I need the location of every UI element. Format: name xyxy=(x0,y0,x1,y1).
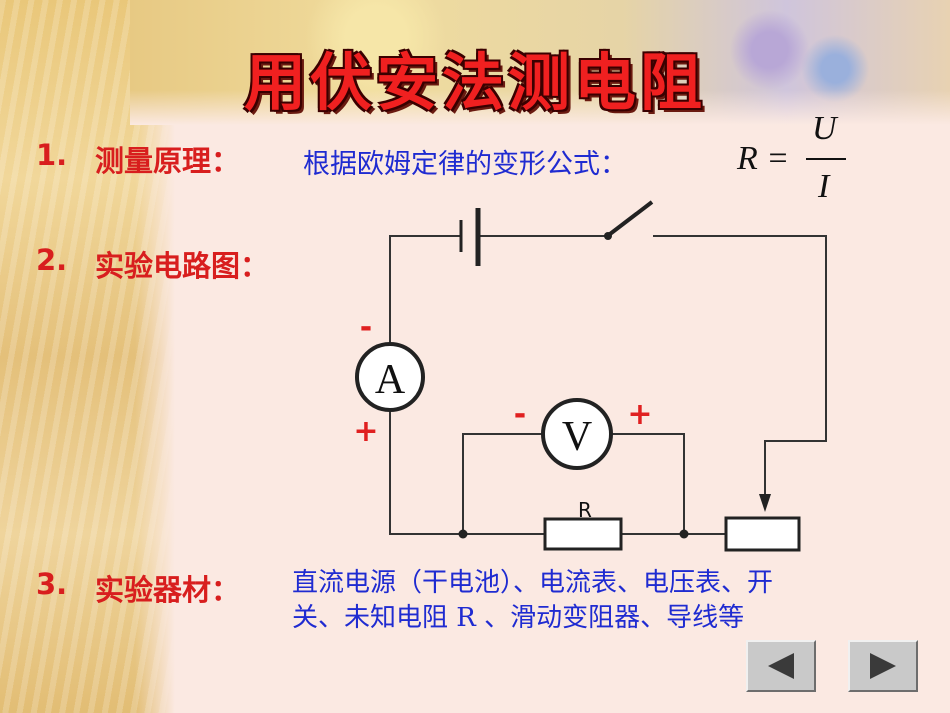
voltmeter-plus: + xyxy=(627,397,652,432)
formula-fraction-bar xyxy=(806,158,846,160)
item-2-number: 2. xyxy=(36,243,68,277)
page-title: 用伏安法测电阻 xyxy=(243,46,706,119)
ammeter-plus: + xyxy=(353,414,378,449)
formula-numerator: U xyxy=(812,110,837,147)
item-1-heading: 测量原理： xyxy=(95,144,241,178)
rheostat-slider-arrow xyxy=(759,494,771,512)
wire-voltmeter-right xyxy=(612,433,685,534)
voltmeter-minus: - xyxy=(514,397,526,432)
junction-left xyxy=(458,529,468,539)
previous-slide-button[interactable] xyxy=(746,640,816,692)
formula-denominator: I xyxy=(818,168,830,205)
junction-right xyxy=(679,529,689,539)
item-3-number: 3. xyxy=(36,567,68,601)
wire-top-right xyxy=(653,235,827,506)
formula-lhs: R = xyxy=(737,140,790,177)
ammeter-circle xyxy=(355,342,425,412)
triangle-right-icon xyxy=(870,653,896,679)
resistor-label: R xyxy=(578,498,592,522)
item-3-line-1: 直流电源（干电池）、电流表、电压表、开 xyxy=(292,568,774,598)
voltmeter-label: V xyxy=(562,414,592,460)
item-3-line-2: 关、未知电阻 R 、滑动变阻器、导线等 xyxy=(292,603,745,633)
voltmeter-circle xyxy=(541,398,613,470)
wire-voltmeter-left xyxy=(462,433,542,534)
triangle-left-icon xyxy=(768,653,794,679)
item-1-text: 根据欧姆定律的变形公式： xyxy=(303,149,627,180)
wire-top-left xyxy=(389,235,461,346)
title-banner-background xyxy=(130,0,950,125)
item-3-heading: 实验器材： xyxy=(95,573,241,607)
ammeter-label: A xyxy=(375,357,406,403)
wire-left-bottom xyxy=(389,407,545,535)
resistor-box xyxy=(543,517,623,551)
item-1-number: 1. xyxy=(36,138,68,172)
switch-lever xyxy=(608,200,654,236)
rheostat-box xyxy=(724,516,801,552)
next-slide-button[interactable] xyxy=(848,640,918,692)
ammeter-minus: - xyxy=(360,310,372,345)
item-2-heading: 实验电路图： xyxy=(95,249,270,283)
